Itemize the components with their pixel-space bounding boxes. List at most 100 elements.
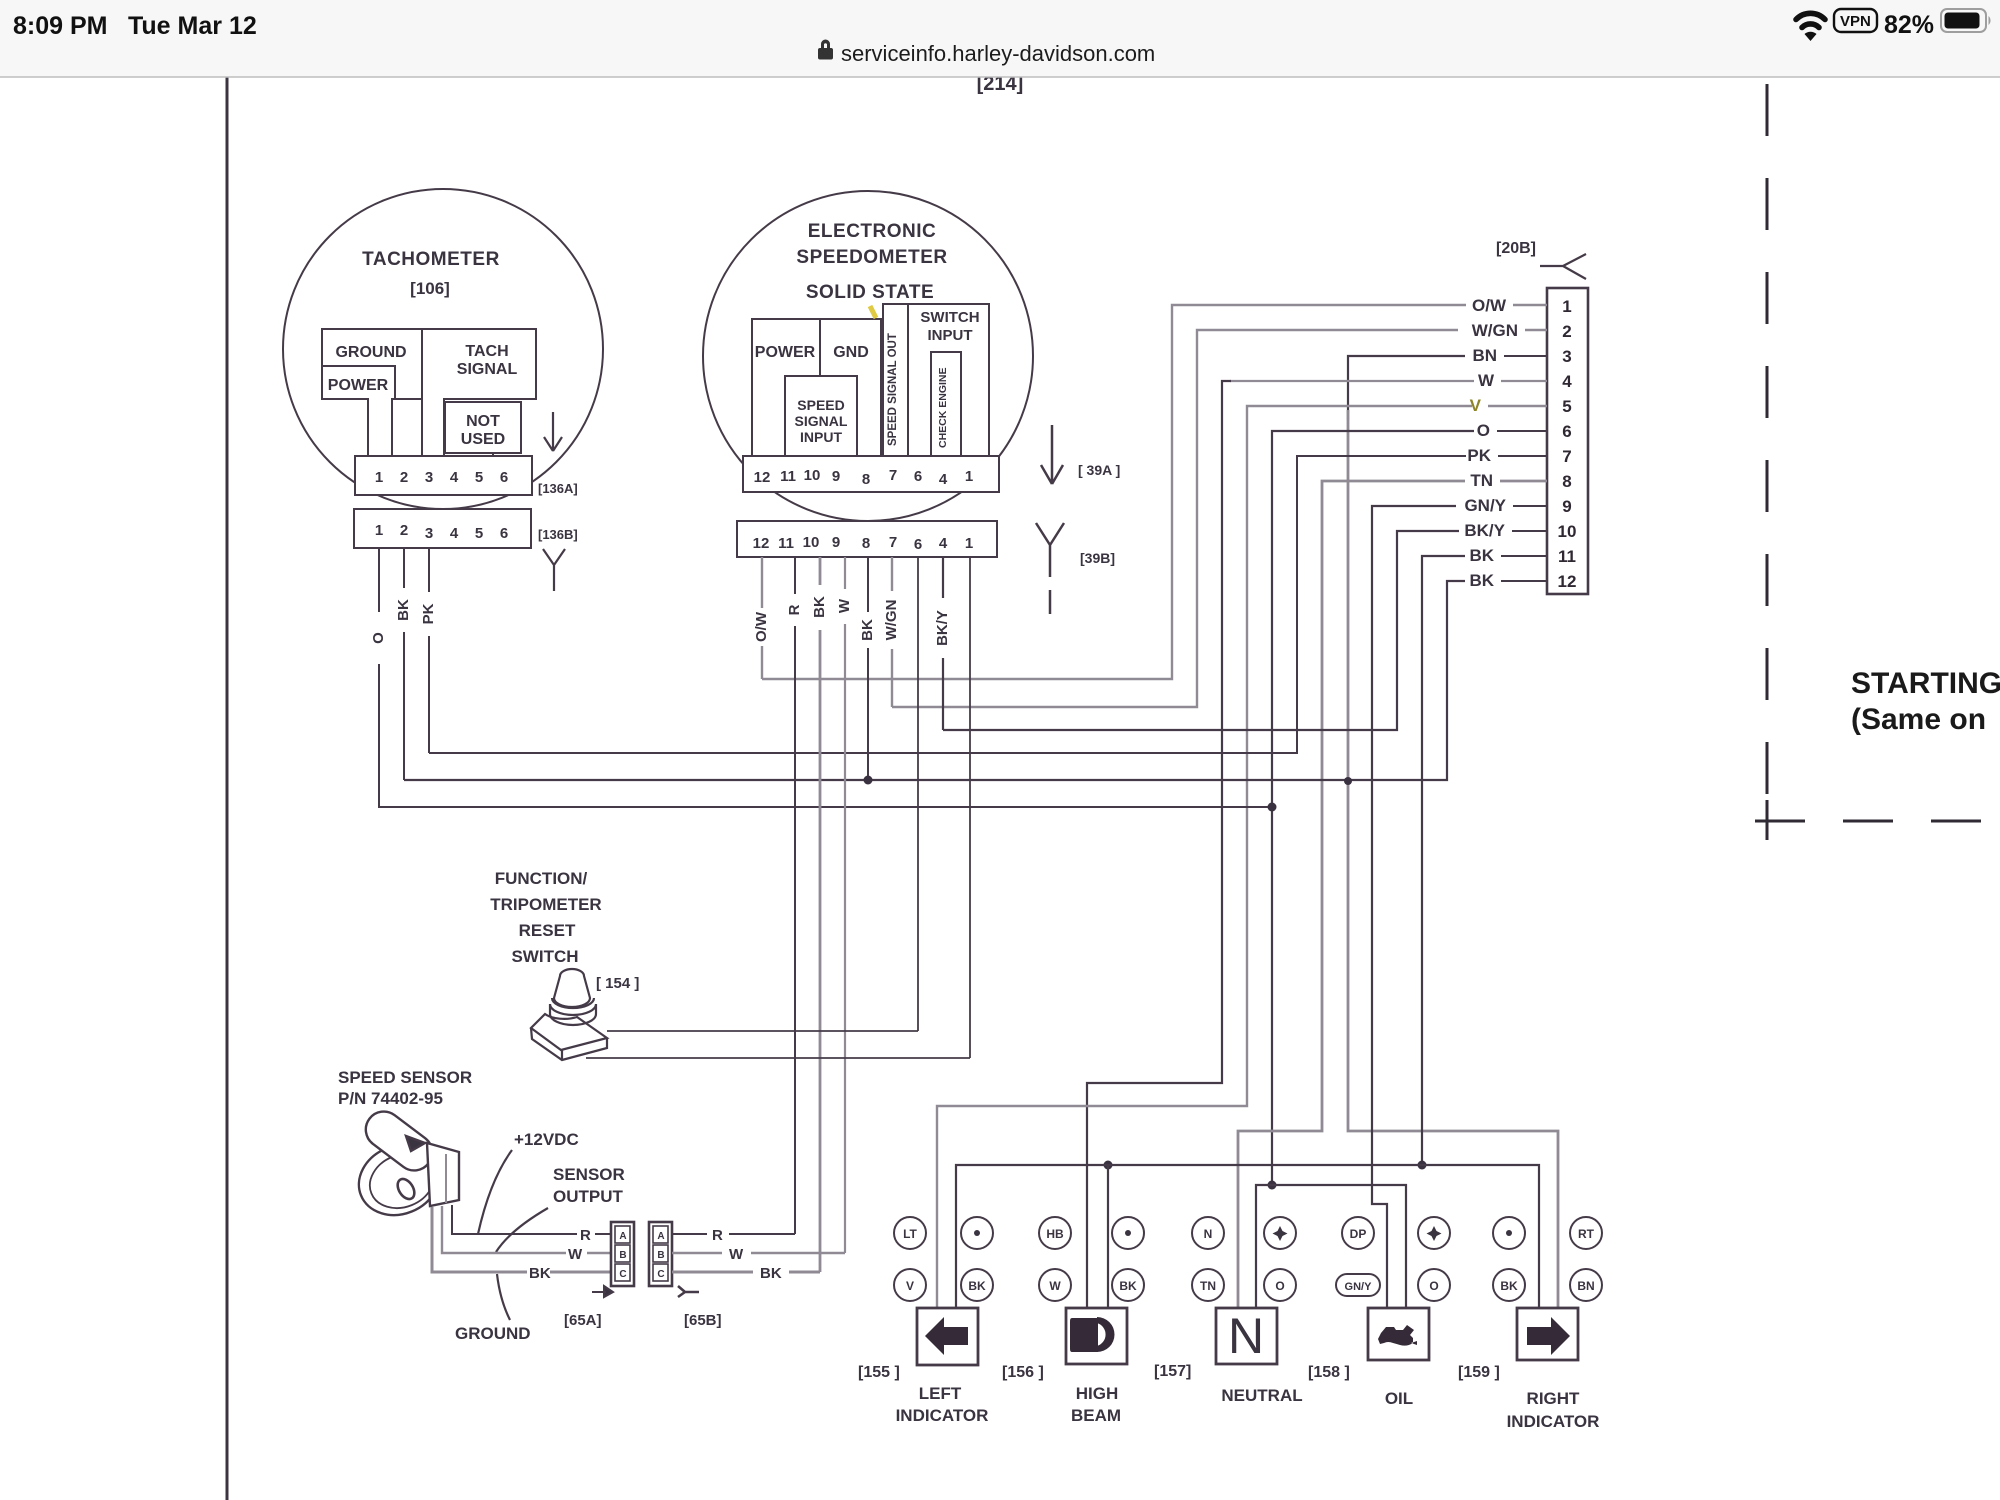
svg-text:1: 1: [965, 535, 973, 552]
svg-text:6: 6: [500, 469, 508, 486]
svg-text:V: V: [906, 1279, 914, 1293]
svg-text:BK: BK: [760, 1265, 782, 1282]
svg-text:BK/Y: BK/Y: [934, 610, 951, 646]
svg-text:GN/Y: GN/Y: [1464, 496, 1506, 515]
svg-text:W: W: [568, 1246, 583, 1263]
svg-text:O: O: [1477, 421, 1490, 440]
svg-text:BK: BK: [811, 596, 828, 618]
svg-text:12: 12: [754, 469, 771, 486]
svg-text:[214]: [214]: [977, 73, 1024, 95]
svg-text:SOLID STATE: SOLID STATE: [806, 282, 934, 303]
svg-text:11: 11: [778, 535, 794, 552]
svg-text:VPN: VPN: [1840, 13, 1871, 30]
svg-text:8: 8: [1562, 472, 1571, 491]
svg-text:TACH: TACH: [465, 343, 508, 360]
svg-text:8: 8: [862, 535, 870, 552]
svg-text:BK: BK: [968, 1279, 986, 1293]
svg-text:4: 4: [1562, 372, 1572, 391]
svg-text:LT: LT: [903, 1227, 917, 1241]
svg-text:1: 1: [375, 522, 383, 539]
svg-text:BN: BN: [1472, 346, 1497, 365]
svg-text:[155 ]: [155 ]: [858, 1364, 900, 1381]
svg-text:5: 5: [475, 525, 483, 542]
svg-text:1: 1: [965, 468, 973, 485]
svg-text:2: 2: [1562, 322, 1571, 341]
svg-text:RESET: RESET: [519, 921, 576, 940]
svg-text:3: 3: [425, 469, 433, 486]
svg-text:P/N 74402-95: P/N 74402-95: [338, 1089, 443, 1108]
svg-text:SPEED: SPEED: [797, 397, 844, 413]
svg-text:BK: BK: [395, 599, 412, 621]
svg-text:[136B]: [136B]: [538, 527, 578, 542]
svg-text:1: 1: [1562, 297, 1571, 316]
svg-text:W/GN: W/GN: [1472, 321, 1518, 340]
svg-text:GROUND: GROUND: [335, 344, 406, 361]
svg-text:B: B: [657, 1250, 664, 1261]
svg-text:BEAM: BEAM: [1071, 1406, 1121, 1425]
svg-text:6: 6: [914, 536, 922, 553]
svg-text:BK: BK: [1500, 1279, 1518, 1293]
svg-text:8:09 PM: 8:09 PM: [13, 12, 107, 40]
svg-text:9: 9: [832, 468, 840, 485]
svg-text:O: O: [1275, 1279, 1284, 1293]
svg-text:[157]: [157]: [1154, 1363, 1191, 1380]
svg-text:INPUT: INPUT: [800, 429, 842, 445]
svg-text:3: 3: [1562, 347, 1571, 366]
svg-text:8: 8: [862, 471, 870, 488]
svg-text:RIGHT: RIGHT: [1527, 1389, 1581, 1408]
svg-text:BK: BK: [1469, 571, 1494, 590]
svg-text:STARTING: STARTING: [1851, 667, 2000, 700]
svg-text:9: 9: [1562, 497, 1571, 516]
svg-text:11: 11: [1558, 547, 1576, 566]
svg-text:10: 10: [804, 467, 821, 484]
svg-text:[136A]: [136A]: [538, 481, 578, 496]
svg-text:ELECTRONIC: ELECTRONIC: [808, 221, 937, 242]
svg-text:USED: USED: [461, 431, 505, 448]
svg-text:GN/Y: GN/Y: [1345, 1281, 1373, 1293]
svg-text:SIGNAL: SIGNAL: [457, 361, 518, 378]
svg-text:BK: BK: [1469, 546, 1494, 565]
svg-text:BN: BN: [1577, 1279, 1594, 1293]
svg-text:SWITCH: SWITCH: [511, 947, 578, 966]
svg-text:N: N: [1204, 1227, 1213, 1241]
svg-text:7: 7: [889, 534, 897, 551]
svg-text:RT: RT: [1578, 1227, 1595, 1241]
svg-text:+12VDC: +12VDC: [514, 1130, 579, 1149]
svg-text:SWITCH: SWITCH: [920, 309, 979, 326]
svg-text:NOT: NOT: [466, 413, 500, 430]
svg-text:6: 6: [500, 525, 508, 542]
svg-text:12: 12: [753, 535, 770, 552]
svg-text:CHECK ENGINE: CHECK ENGINE: [937, 367, 949, 448]
svg-text:HB: HB: [1046, 1227, 1064, 1241]
svg-text:4: 4: [939, 471, 948, 488]
svg-text:HIGH: HIGH: [1076, 1384, 1119, 1403]
svg-text:BK: BK: [1119, 1279, 1137, 1293]
svg-text:7: 7: [889, 467, 897, 484]
svg-text:12: 12: [1558, 572, 1577, 591]
svg-text:Tue Mar 12: Tue Mar 12: [128, 12, 257, 40]
svg-text:GND: GND: [833, 344, 869, 361]
svg-text:[159 ]: [159 ]: [1458, 1364, 1500, 1381]
svg-text:10: 10: [803, 534, 820, 551]
svg-text:W/GN: W/GN: [883, 600, 900, 641]
svg-text:BK/Y: BK/Y: [1464, 521, 1505, 540]
svg-text:TACHOMETER: TACHOMETER: [362, 249, 500, 270]
svg-text:2: 2: [400, 522, 408, 539]
svg-text:INDICATOR: INDICATOR: [896, 1406, 989, 1425]
svg-text:SPEED SIGNAL OUT: SPEED SIGNAL OUT: [887, 333, 899, 446]
svg-text:82%: 82%: [1884, 11, 1934, 39]
svg-text:NEUTRAL: NEUTRAL: [1221, 1386, 1302, 1405]
svg-text:LEFT: LEFT: [919, 1384, 962, 1403]
svg-text:TN: TN: [1470, 471, 1493, 490]
svg-text:R: R: [712, 1227, 723, 1244]
svg-text:4: 4: [450, 525, 459, 542]
svg-text:C: C: [657, 1269, 664, 1280]
svg-text:4: 4: [939, 535, 948, 552]
svg-text:SENSOR: SENSOR: [553, 1165, 625, 1184]
svg-text:INDICATOR: INDICATOR: [1507, 1412, 1600, 1431]
svg-text:6: 6: [1562, 422, 1571, 441]
svg-text:N: N: [1228, 1308, 1264, 1364]
svg-text:[65A]: [65A]: [564, 1312, 602, 1329]
svg-text:1: 1: [375, 469, 383, 486]
svg-text:A: A: [657, 1231, 664, 1242]
